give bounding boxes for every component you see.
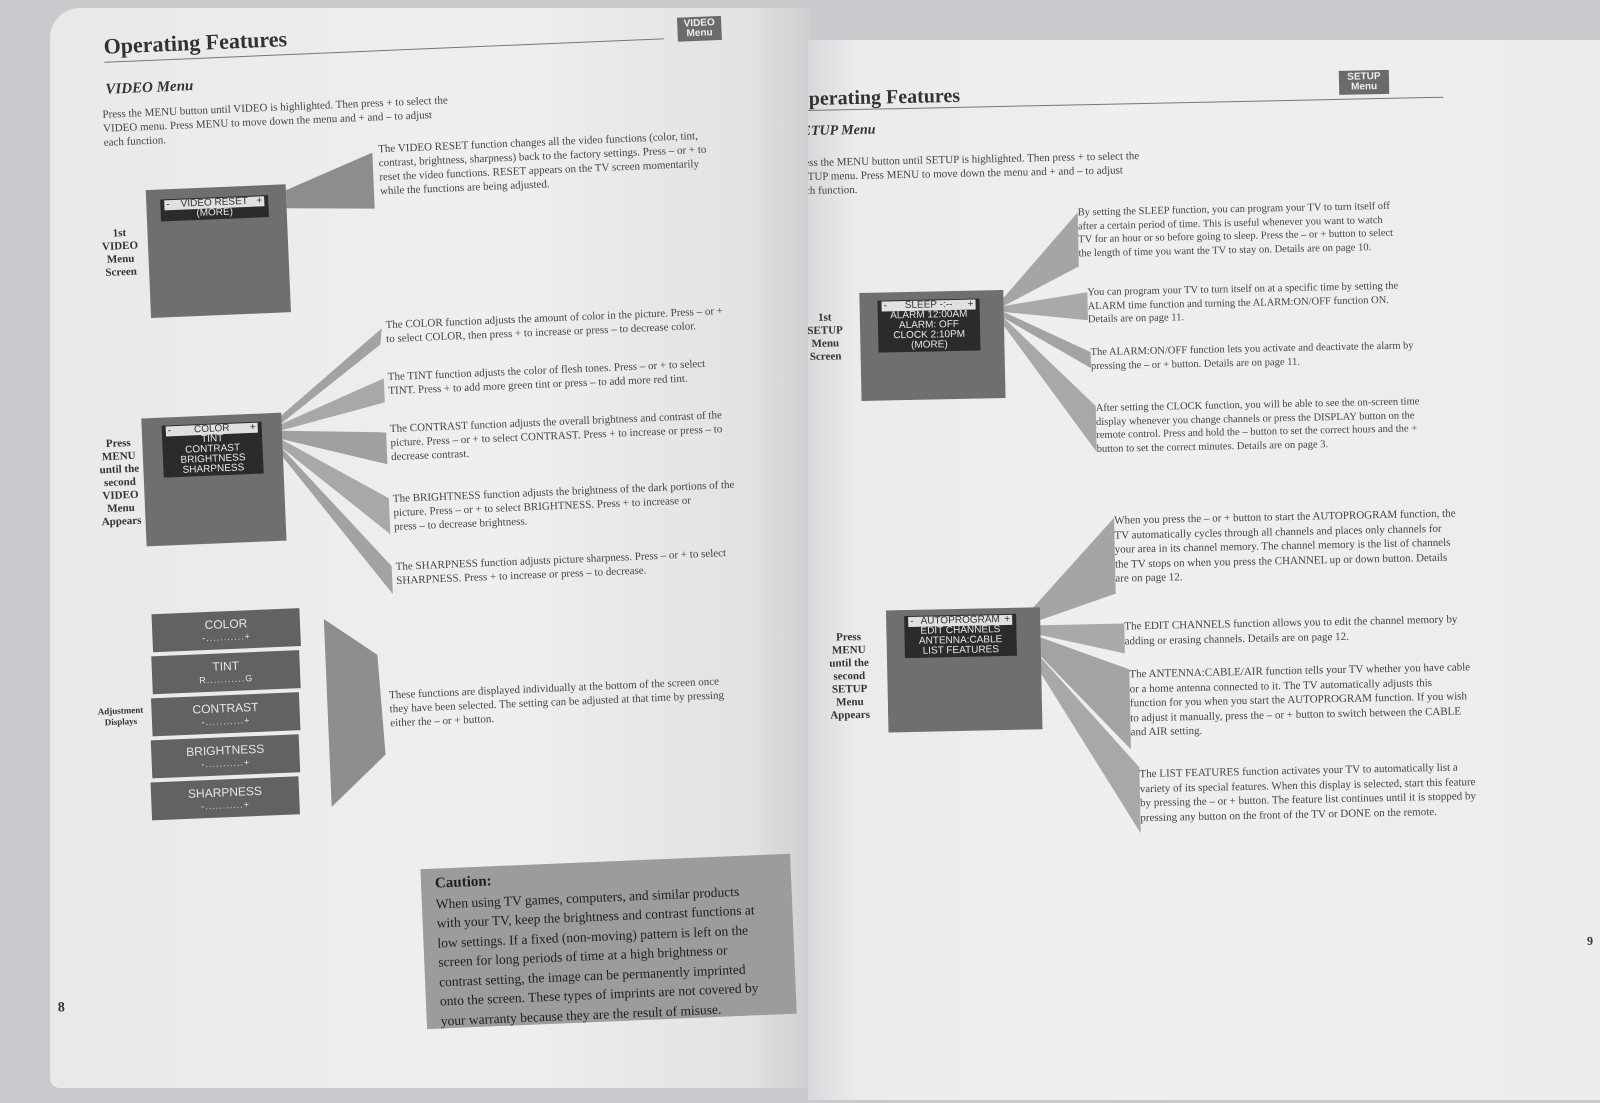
label-line: SETUP [831, 682, 868, 696]
tv-screen-video-2: -COLOR+ TINT CONTRAST BRIGHTNESS SHARPNE… [141, 412, 287, 547]
fan-alarm [1003, 292, 1088, 321]
label-line: Appears [101, 514, 142, 529]
label-line: 1st [817, 311, 832, 324]
fan-sleep [1003, 212, 1079, 306]
label-line: Screen [105, 265, 138, 279]
osd-item-highlighted: -SLEEP -:--+ [881, 298, 976, 312]
osd-item: SHARPNESS [182, 462, 245, 476]
fan-alarm-onoff [1003, 311, 1091, 369]
adjust-name: CONTRAST [192, 699, 259, 717]
tv-screen-setup-2: -AUTOPROGRAM+ EDIT CHANNELS ANTENNA:CABL… [885, 607, 1043, 733]
list-features-description: The LIST FEATURES function activates you… [1139, 759, 1550, 826]
osd-menu: -AUTOPROGRAM+ EDIT CHANNELS ANTENNA:CABL… [904, 613, 1017, 659]
right-page-content: Operating Features SETUP Menu SETUP Menu… [808, 40, 1600, 1100]
adjust-display-brightness: BRIGHTNESS -...........+ [150, 734, 301, 779]
adjust-name: COLOR [204, 616, 248, 633]
fan-color [277, 328, 382, 425]
label-line: Appears [830, 708, 871, 722]
label-line: second [833, 669, 866, 683]
adjust-scale: -...........+ [201, 631, 252, 644]
adjust-display-contrast: CONTRAST -...........+ [150, 692, 301, 737]
label-line: Press [835, 631, 862, 644]
screen2-label: Press MENU until the second SETUP Menu A… [820, 631, 878, 723]
label-line: until the [99, 462, 140, 477]
fan-reset [285, 152, 375, 209]
fan-antenna [1024, 631, 1131, 750]
label-line: MENU [831, 643, 866, 657]
fan-adjust [323, 619, 386, 807]
adjust-scale: R...........G [199, 673, 254, 686]
fan-list [1024, 639, 1141, 834]
adjust-display-color: COLOR -...........+ [151, 608, 301, 653]
antenna-description: The ANTENNA:CABLE/AIR function tells you… [1129, 659, 1530, 740]
label-line: SETUP [808, 324, 843, 338]
adjust-scale: -...........+ [200, 799, 251, 812]
adjust-scale: -...........+ [201, 757, 251, 770]
fan-autoprogram [1024, 517, 1116, 626]
fan-clock [1003, 317, 1097, 453]
fan-brightness [280, 438, 391, 535]
label-line: Menu [836, 695, 864, 709]
alarm-description: You can program your TV to turn itself o… [1087, 278, 1468, 326]
fan-edit [1024, 623, 1125, 654]
fan-contrast [279, 430, 388, 465]
label-line: Displays [104, 715, 138, 728]
osd-item: LIST FEATURES [922, 644, 1000, 657]
osd-item-highlighted: -COLOR+ [165, 421, 258, 437]
adjustment-label: Adjustment Displays [93, 705, 148, 729]
label-line: until the [829, 656, 869, 670]
adjust-scale: -...........+ [201, 715, 251, 728]
osd-item: (MORE) [910, 339, 948, 351]
connector-fans [277, 152, 393, 807]
left-page-content: Operating Features VIDEO Menu VIDEO Menu… [50, 8, 810, 1087]
tv-screen-setup-1: -SLEEP -:--+ ALARM 12:00AM ALARM: OFF CL… [859, 289, 1006, 401]
label-line: Screen [809, 350, 842, 364]
osd-menu: -VIDEO RESET+ (MORE) [160, 195, 269, 222]
adjust-display-sharpness: SHARPNESS -...........+ [150, 776, 300, 821]
left-page: Operating Features VIDEO Menu VIDEO Menu… [50, 8, 810, 1088]
osd-item-highlighted: -VIDEO RESET+ [164, 195, 265, 211]
fan-tint [279, 378, 385, 431]
label-line: Menu [811, 337, 840, 350]
caution-box: Caution: When using TV games, computers,… [420, 853, 797, 1030]
page-number: 8 [57, 1000, 66, 1016]
screen1-label: 1st SETUP Menu Screen [808, 311, 847, 364]
connector-fans [1003, 212, 1141, 834]
screen1-label: 1st VIDEO Menu Screen [97, 226, 143, 280]
adjust-display-tint: TINT R...........G [151, 650, 301, 695]
fan-sharpness [280, 446, 393, 595]
clock-description: After setting the CLOCK function, you wi… [1096, 394, 1487, 456]
autoprogram-description: When you press the – or + button to star… [1114, 505, 1515, 586]
osd-menu: -COLOR+ TINT CONTRAST BRIGHTNESS SHARPNE… [161, 421, 264, 478]
right-page: Operating Features SETUP Menu SETUP Menu… [808, 40, 1600, 1100]
page-number: 9 [1586, 933, 1594, 948]
sleep-description: By setting the SLEEP function, you can p… [1078, 198, 1459, 260]
label-line: VIDEO [101, 239, 139, 254]
osd-menu: -SLEEP -:--+ ALARM 12:00AM ALARM: OFF CL… [877, 298, 981, 353]
screen2-label: Press MENU until the second VIDEO Menu A… [90, 436, 150, 529]
adjust-name: TINT [212, 658, 240, 674]
tv-screen-video-1: -VIDEO RESET+ (MORE) [145, 184, 291, 319]
